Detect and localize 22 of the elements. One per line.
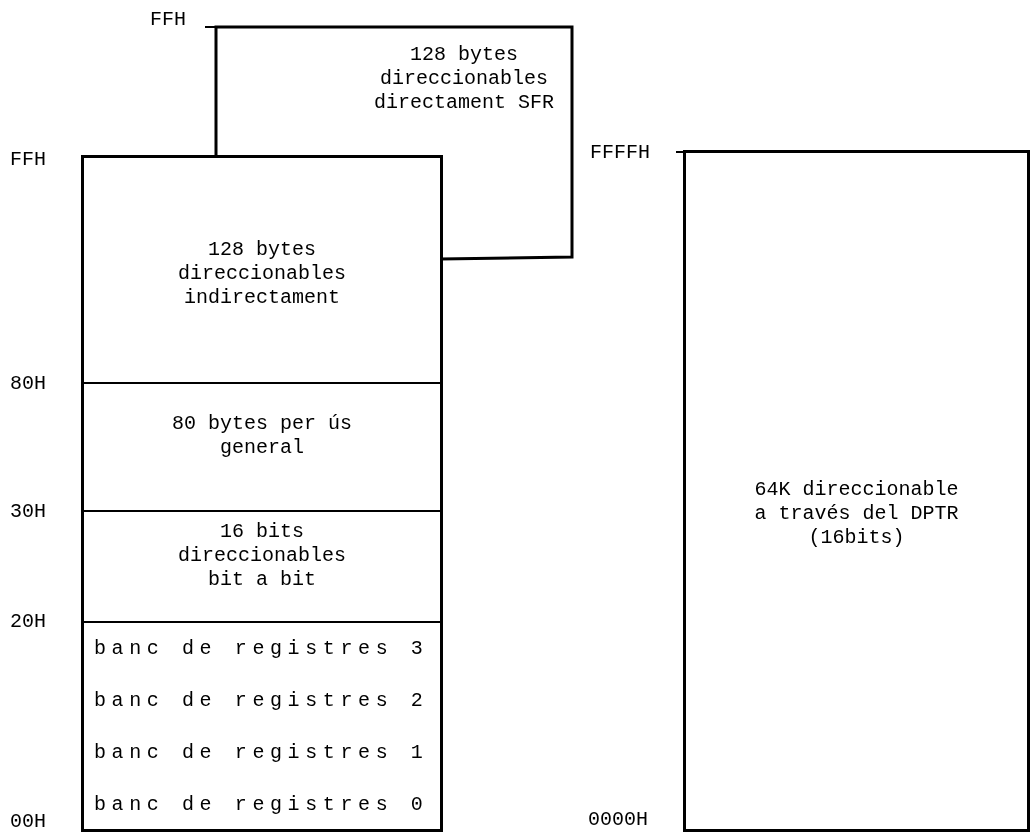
memory-region-band <box>81 155 443 384</box>
region-description: 64K direccionable a través del DPTR (16bits) <box>753 478 960 550</box>
region-description: 80 bytes per ús general <box>171 412 353 460</box>
address-label: 30H <box>10 502 46 522</box>
register-bank-label: banc de registres 1 <box>94 741 429 765</box>
memory-region-box <box>683 150 1030 832</box>
address-label: FFH <box>10 150 46 170</box>
address-label: 80H <box>10 374 46 394</box>
address-label: 0000H <box>588 810 648 830</box>
address-label: 00H <box>10 812 46 832</box>
register-banks-band <box>81 623 443 832</box>
register-bank-label: banc de registres 3 <box>94 637 429 661</box>
address-label: FFH <box>150 10 186 30</box>
memory-region-band <box>81 384 443 512</box>
region-description: 128 bytes direccionables directament SFR <box>373 43 555 115</box>
region-description: 16 bits direccionables bit a bit <box>177 520 347 592</box>
register-bank-label: banc de registres 2 <box>94 689 429 713</box>
register-bank-label: banc de registres 0 <box>94 793 429 817</box>
address-label: 20H <box>10 612 46 632</box>
region-description: 128 bytes direccionables indirectament <box>177 238 347 310</box>
memory-region-band <box>81 512 443 623</box>
address-label: FFFFH <box>590 143 650 163</box>
